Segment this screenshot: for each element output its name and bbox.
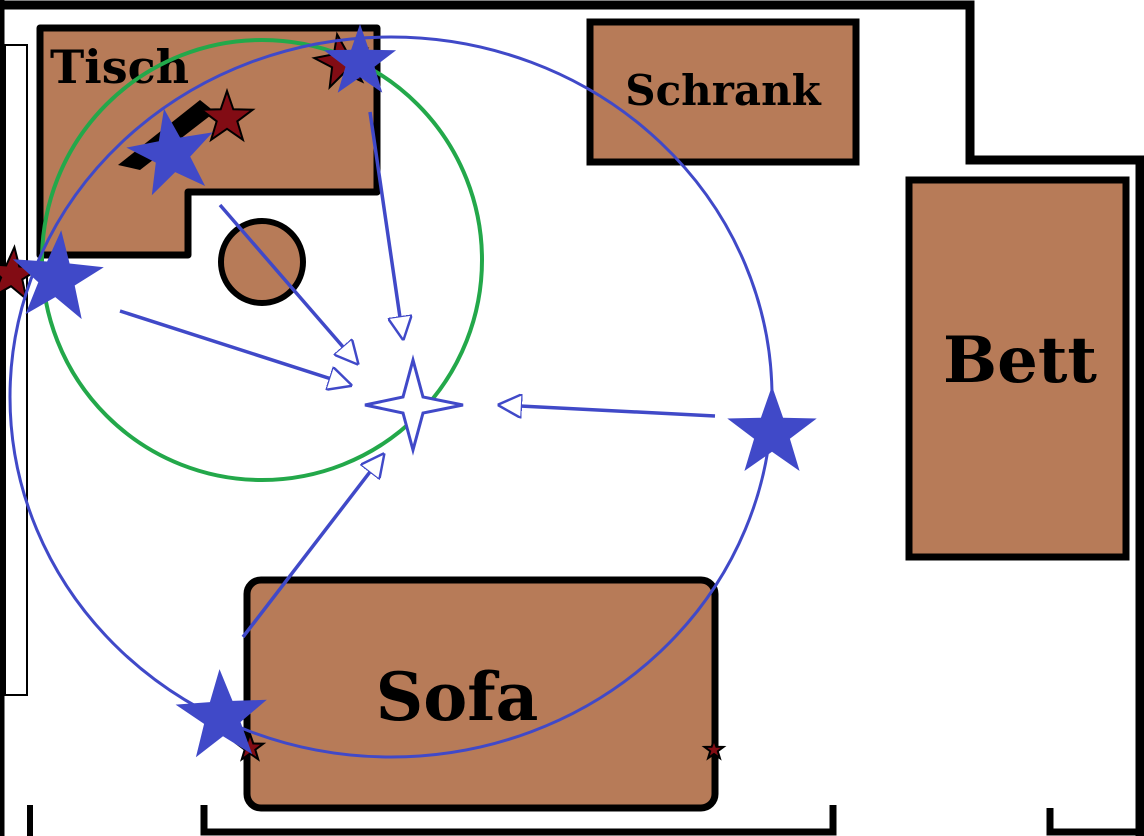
star-icon [323, 24, 397, 93]
star-icon [198, 87, 256, 143]
star-icon [727, 386, 817, 471]
star-icon [701, 736, 727, 761]
green-circle [40, 38, 484, 482]
bed-label: Bett [943, 323, 1097, 398]
star-icon [175, 669, 267, 758]
bed: Bett [905, 176, 1130, 561]
sofa-label: Sofa [376, 658, 539, 736]
round-stool [218, 218, 306, 306]
sofa: Sofa [243, 576, 719, 812]
blue-stars [12, 24, 817, 758]
arrow [241, 455, 383, 639]
arrow [500, 405, 716, 416]
cabinet: Schrank [586, 18, 860, 166]
star-icon [12, 230, 104, 320]
arrows [119, 111, 716, 639]
table-label: Tisch [50, 40, 189, 94]
star-icon [126, 108, 213, 196]
arrow [119, 309, 350, 385]
cabinet-label: Schrank [625, 66, 821, 115]
arrow [218, 203, 357, 363]
target-star-icon [364, 354, 464, 456]
arrow [368, 111, 403, 338]
